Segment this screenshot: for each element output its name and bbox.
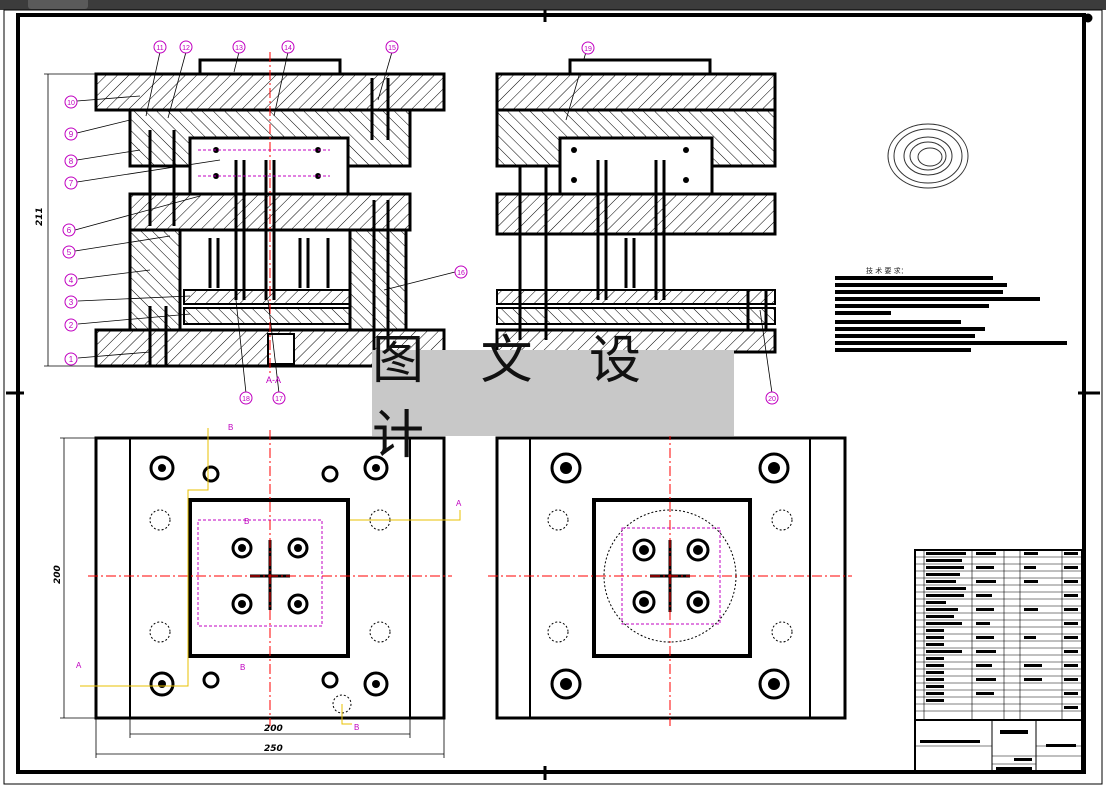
section-label-aa: A-A — [266, 375, 281, 385]
svg-text:10: 10 — [67, 100, 75, 107]
part-label-16: 16 — [454, 265, 468, 279]
svg-text:4: 4 — [69, 276, 74, 285]
part-label-5: 5 — [62, 245, 76, 259]
svg-text:200: 200 — [264, 724, 283, 734]
part-label-15: 15 — [385, 40, 399, 54]
sheet-outer-border — [3, 9, 1103, 785]
moving-half-plan-view — [488, 430, 852, 726]
part-label-13: 13 — [232, 40, 246, 54]
part-label-6: 6 — [62, 223, 76, 237]
svg-text:A: A — [456, 499, 462, 508]
svg-text:211: 211 — [35, 207, 45, 226]
svg-text:B: B — [240, 663, 245, 672]
svg-text:13: 13 — [235, 45, 243, 52]
svg-text:15: 15 — [388, 45, 396, 52]
svg-text:B: B — [244, 517, 249, 526]
svg-text:B: B — [354, 723, 359, 732]
window-top-bar — [0, 0, 1106, 10]
svg-text:B: B — [228, 423, 233, 432]
svg-text:16: 16 — [457, 270, 465, 277]
svg-text:5: 5 — [67, 248, 72, 257]
technical-requirements — [835, 276, 1067, 352]
part-label-18: 18 — [239, 391, 253, 405]
svg-text:A: A — [76, 661, 82, 670]
svg-text:19: 19 — [584, 46, 592, 53]
part-label-8: 8 — [64, 154, 78, 168]
svg-text:12: 12 — [182, 45, 190, 52]
window-tab[interactable] — [28, 0, 88, 9]
watermark-text: 图 文 设 计 — [372, 331, 662, 466]
svg-text:18: 18 — [242, 396, 250, 403]
svg-text:2: 2 — [69, 321, 74, 330]
svg-text:8: 8 — [69, 157, 74, 166]
part-number-bubbles: 1 2 3 4 5 6 7 8 9 10 11 12 13 14 15 16 1… — [62, 40, 779, 405]
svg-text:250: 250 — [264, 744, 283, 754]
bill-of-materials — [914, 549, 1083, 721]
svg-text:200: 200 — [53, 565, 63, 584]
svg-text:17: 17 — [275, 396, 283, 403]
part-label-17: 17 — [272, 391, 286, 405]
part-label-1: 1 — [64, 352, 78, 366]
part-label-7: 7 — [64, 176, 78, 190]
svg-text:3: 3 — [69, 298, 74, 307]
part-label-3: 3 — [64, 295, 78, 309]
watermark-banner: 图 文 设 计 — [372, 331, 734, 466]
svg-text:14: 14 — [284, 45, 292, 52]
svg-text:20: 20 — [768, 396, 776, 403]
dimension-200-horizontal: 200 — [129, 718, 411, 738]
part-label-19: 19 — [581, 41, 595, 55]
part-label-14: 14 — [281, 40, 295, 54]
part-label-4: 4 — [64, 273, 78, 287]
dimension-250-horizontal: 250 — [95, 718, 445, 758]
part-label-11: 11 — [153, 40, 167, 54]
svg-text:11: 11 — [156, 45, 163, 52]
part-label-9: 9 — [64, 127, 78, 141]
part-label-10: 10 — [64, 95, 78, 109]
side-section-view — [495, 58, 777, 354]
part-ring-view — [887, 123, 969, 189]
dimension-211: 211 — [35, 73, 96, 367]
dimension-200-vertical: 200 — [53, 437, 96, 719]
part-label-12: 12 — [179, 40, 193, 54]
title-block — [914, 719, 1083, 773]
part-label-20: 20 — [765, 391, 779, 405]
svg-text:7: 7 — [69, 179, 74, 188]
part-label-2: 2 — [64, 318, 78, 332]
fixed-half-plan-view — [80, 428, 461, 726]
technical-requirements-title: 技 术 要 求： — [866, 267, 908, 275]
svg-text:1: 1 — [69, 355, 74, 364]
frame-center-ticks — [6, 10, 1100, 780]
svg-text:9: 9 — [69, 130, 74, 139]
section-marks: B A A B B B — [76, 423, 462, 732]
svg-text:6: 6 — [67, 226, 72, 235]
